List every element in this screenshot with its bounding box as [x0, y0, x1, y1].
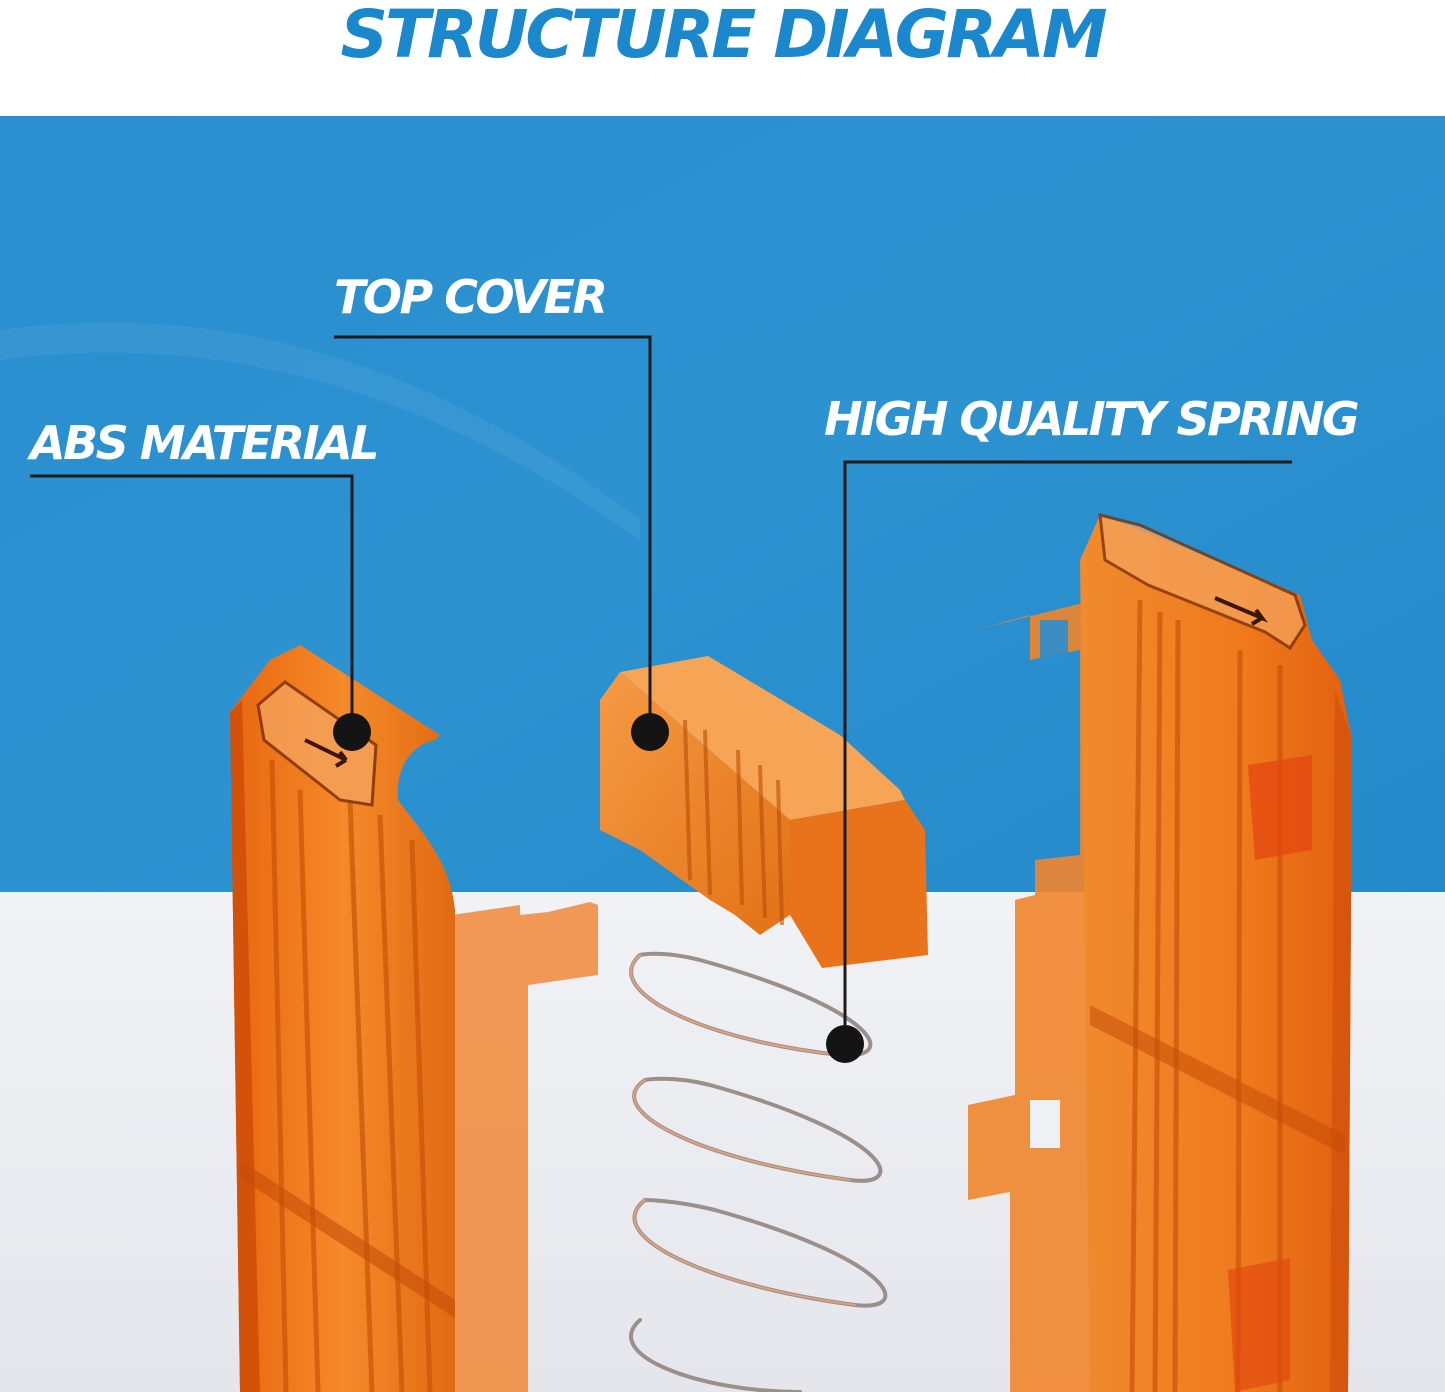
top-cover-leader: [334, 335, 652, 730]
right-shell-body: [1080, 515, 1352, 1392]
scene-illustration: [0, 116, 1445, 1392]
leader-lines: [30, 335, 1292, 1040]
top-cover-grooves: [683, 719, 784, 926]
light-streak: [0, 322, 640, 540]
left-shell-outer-rim: [230, 700, 260, 1392]
left-arrow-icon: [304, 738, 348, 768]
top-cover-dot: [631, 713, 669, 751]
right-shell-window-top: [1040, 620, 1068, 662]
right-shell-outer-rim: [1330, 690, 1352, 1392]
top-cover-label: TOP COVER: [334, 270, 608, 324]
right-shell-window-bottom: [1030, 1100, 1060, 1148]
spring-dot: [826, 1025, 864, 1063]
title-bar: STRUCTURE DIAGRAM: [0, 0, 1445, 116]
right-shell-half: [968, 513, 1352, 1392]
page-title: STRUCTURE DIAGRAM: [340, 0, 1107, 73]
top-cover-side-face: [790, 800, 928, 968]
right-shell-flange: [968, 600, 1095, 1392]
spring-label: HIGH QUALITY SPRING: [824, 392, 1360, 446]
right-shell-crossbar: [1090, 1005, 1345, 1155]
abs-material-label: ABS MATERIAL: [30, 416, 380, 470]
spring-leader: [843, 460, 1292, 1040]
spring-coil: [629, 951, 888, 1392]
right-shell-side-tab-lower: [1228, 1258, 1290, 1392]
leader-dots: [333, 713, 864, 1063]
abs-material-dot: [333, 713, 371, 751]
left-shell-ribs: [269, 759, 433, 1392]
top-cover-top-face: [620, 656, 905, 820]
left-shell-flange: [452, 902, 598, 1392]
product-scene: ABS MATERIAL TOP COVER HIGH QUALITY SPRI…: [0, 116, 1445, 1392]
left-shell-crossbar: [240, 1160, 455, 1318]
left-shell-latch: [256, 680, 378, 807]
left-shell-half: [230, 645, 598, 1392]
abs-material-leader: [30, 474, 354, 730]
top-cover-follower: [600, 656, 928, 968]
right-arrow-icon: [1214, 596, 1269, 626]
right-shell-side-tab: [1248, 755, 1312, 860]
